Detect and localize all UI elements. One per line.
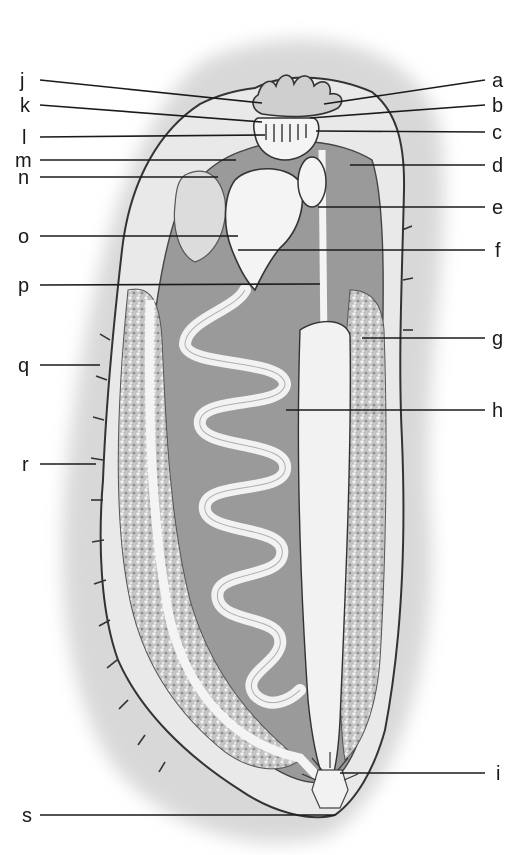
- label-k: k: [20, 95, 31, 117]
- polian-vesicle: [298, 157, 326, 207]
- label-r: r: [22, 454, 29, 476]
- label-s: s: [22, 805, 32, 827]
- label-l: l: [22, 127, 26, 149]
- label-q: q: [18, 355, 29, 377]
- label-g: g: [492, 328, 503, 350]
- label-p: p: [18, 275, 29, 297]
- label-j: j: [19, 70, 24, 92]
- label-n: n: [18, 167, 29, 189]
- label-o: o: [18, 226, 29, 248]
- label-c: c: [492, 122, 502, 144]
- label-b: b: [492, 95, 503, 117]
- label-i: i: [496, 763, 500, 785]
- label-h: h: [492, 400, 503, 422]
- label-a: a: [492, 70, 504, 92]
- label-d: d: [492, 155, 503, 177]
- label-e: e: [492, 197, 503, 219]
- label-f: f: [495, 240, 501, 262]
- anus-papillae: [312, 770, 348, 808]
